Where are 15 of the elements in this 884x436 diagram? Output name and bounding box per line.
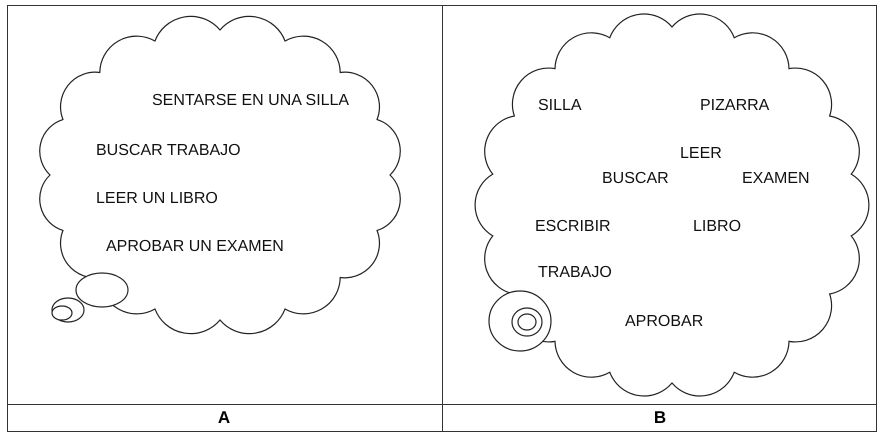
cloud-word: SILLA [538,97,582,115]
cloud-word: APROBAR UN EXAMEN [106,238,284,256]
column-label: A [216,408,232,428]
cloud-word: LIBRO [693,218,742,236]
cloud-word: EXAMEN [742,170,810,188]
cloud-word: BUSCAR TRABAJO [96,142,241,160]
cloud-word: TRABAJO [538,264,612,282]
column-label: B [652,408,668,428]
cloud-word: BUSCAR [602,170,669,188]
cloud-word: ESCRIBIR [535,218,611,236]
cloud-word: LEER UN LIBRO [96,190,218,208]
cloud-word: SENTARSE EN UNA SILLA [152,92,350,110]
cloud-word: LEER [680,145,722,163]
cloud-word: PIZARRA [700,97,770,115]
cloud-word: APROBAR [625,313,704,331]
